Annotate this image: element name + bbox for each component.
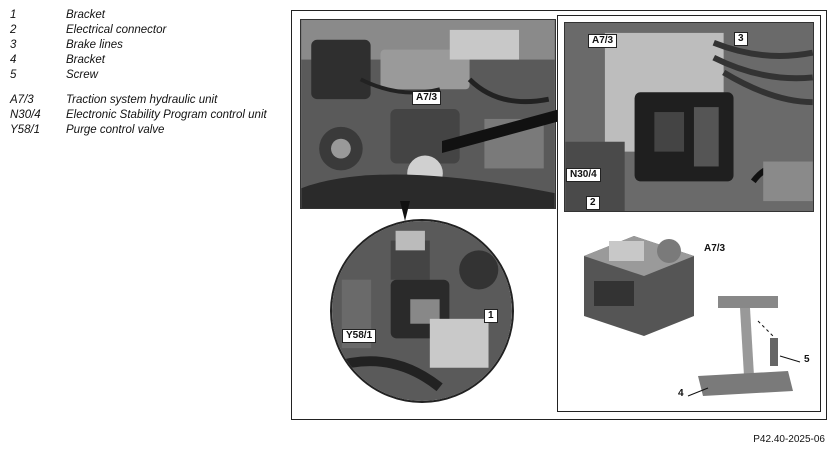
esp-detail-photo (564, 22, 814, 212)
engine-bay-illustration (301, 20, 555, 208)
legend-label: Screw (66, 69, 98, 81)
legend-label: Electronic Stability Program control uni… (66, 109, 267, 121)
legend-row: 3 Brake lines (10, 38, 280, 53)
legend-label: Bracket (66, 54, 105, 66)
bracket-drawing (687, 296, 801, 397)
callout-a7-3-unit: A7/3 (704, 243, 726, 254)
legend-key: 5 (10, 69, 17, 81)
legend-key: Y58/1 (10, 124, 41, 136)
legend-row: 5 Screw (10, 68, 280, 83)
legend-row: A7/3 Traction system hydraulic unit (10, 93, 280, 108)
legend-label: Traction system hydraulic unit (66, 94, 218, 106)
legend-row: 2 Electrical connector (10, 23, 280, 38)
callout-2: 2 (586, 196, 600, 210)
callout-4: 4 (678, 388, 684, 399)
legend-key: A7/3 (10, 94, 34, 106)
legend-key: 1 (10, 9, 17, 21)
legend-row: 1 Bracket (10, 8, 280, 23)
legend-label: Electrical connector (66, 24, 167, 36)
engine-bay-photo (300, 19, 556, 209)
purge-valve-circle-photo (330, 219, 514, 403)
legend-label: Brake lines (66, 39, 123, 51)
callout-5: 5 (804, 354, 810, 365)
legend-label: Bracket (66, 9, 105, 21)
callout-a7-3-engine: A7/3 (412, 91, 442, 105)
legend-row: N30/4 Electronic Stability Program contro… (10, 108, 280, 123)
legend-label: Purge control valve (66, 124, 165, 136)
legend-key: 4 (10, 54, 17, 66)
figure-code: P42.40-2025-06 (753, 434, 825, 445)
callout-a7-3-detail: A7/3 (588, 34, 618, 48)
purge-valve-illustration (332, 221, 512, 401)
callout-1: 1 (484, 309, 498, 323)
callout-n30-4: N30/4 (566, 168, 601, 182)
callout-3: 3 (734, 32, 748, 46)
legend-key: 3 (10, 39, 17, 51)
legend-row: Y58/1 Purge control valve (10, 123, 280, 138)
figure-frame: A7/3 A7/3 3 N30/4 2 (291, 10, 827, 420)
callout-y58-1: Y58/1 (342, 329, 377, 343)
hydraulic-unit-drawing (584, 236, 694, 336)
legend-row: 4 Bracket (10, 53, 280, 68)
right-panel: A7/3 3 N30/4 2 A7/3 5 4 (557, 15, 821, 412)
legend-spacer (10, 83, 280, 93)
legend-key: 2 (10, 24, 17, 36)
legend-key: N30/4 (10, 109, 41, 121)
esp-detail-illustration (565, 23, 813, 211)
